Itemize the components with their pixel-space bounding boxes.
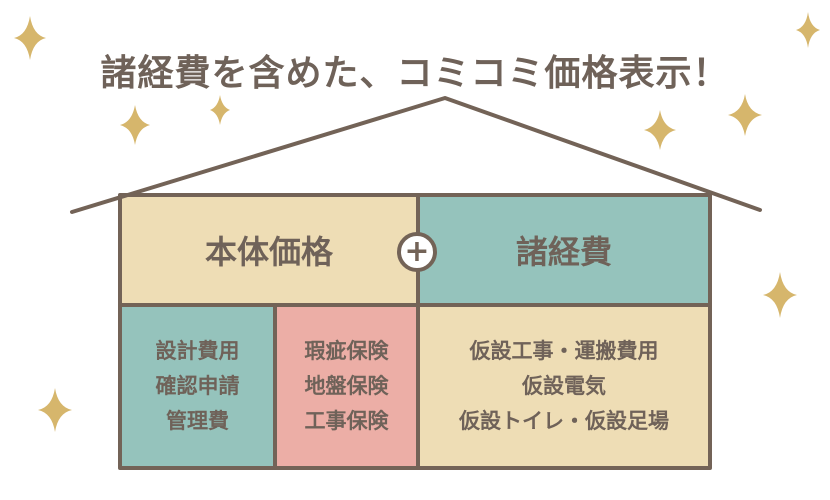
- list-item: 瑕疵保険: [304, 339, 389, 363]
- sparkle-icon: [38, 388, 72, 432]
- overhead-label: 諸経費: [515, 233, 612, 271]
- list-item: 設計費用: [155, 339, 240, 363]
- list-item: 管理費: [166, 409, 229, 433]
- temporary-works-cell: 仮設工事・運搬費用 仮設電気 仮設トイレ・仮設足場: [418, 305, 710, 468]
- overhead-cell: 諸経費: [418, 195, 710, 305]
- sparkle-icon: [796, 12, 820, 48]
- sparkle-icons: [14, 12, 820, 432]
- sparkle-icon: [14, 16, 46, 60]
- main-price-cell: 本体価格: [120, 195, 418, 305]
- sparkle-icon: [210, 95, 230, 125]
- sparkle-icon: [644, 110, 676, 150]
- sparkle-icon: [763, 272, 797, 318]
- design-costs-cell: 設計費用 確認申請 管理費: [120, 305, 275, 468]
- list-item: 工事保険: [304, 409, 389, 433]
- list-item: 確認申請: [155, 374, 240, 398]
- insurance-cell: 瑕疵保険 地盤保険 工事保険: [275, 305, 418, 468]
- list-item: 仮設トイレ・仮設足場: [459, 409, 669, 433]
- list-item: 仮設工事・運搬費用: [469, 339, 659, 363]
- page-title: 諸経費を含めた、コミコミ価格表示！: [100, 53, 730, 94]
- plus-icon: +: [397, 232, 437, 272]
- list-item: 仮設電気: [522, 374, 606, 398]
- main-price-label: 本体価格: [204, 233, 333, 271]
- sparkle-icon: [728, 94, 762, 136]
- sparkle-icon: [120, 105, 150, 145]
- list-item: 地盤保険: [304, 374, 389, 398]
